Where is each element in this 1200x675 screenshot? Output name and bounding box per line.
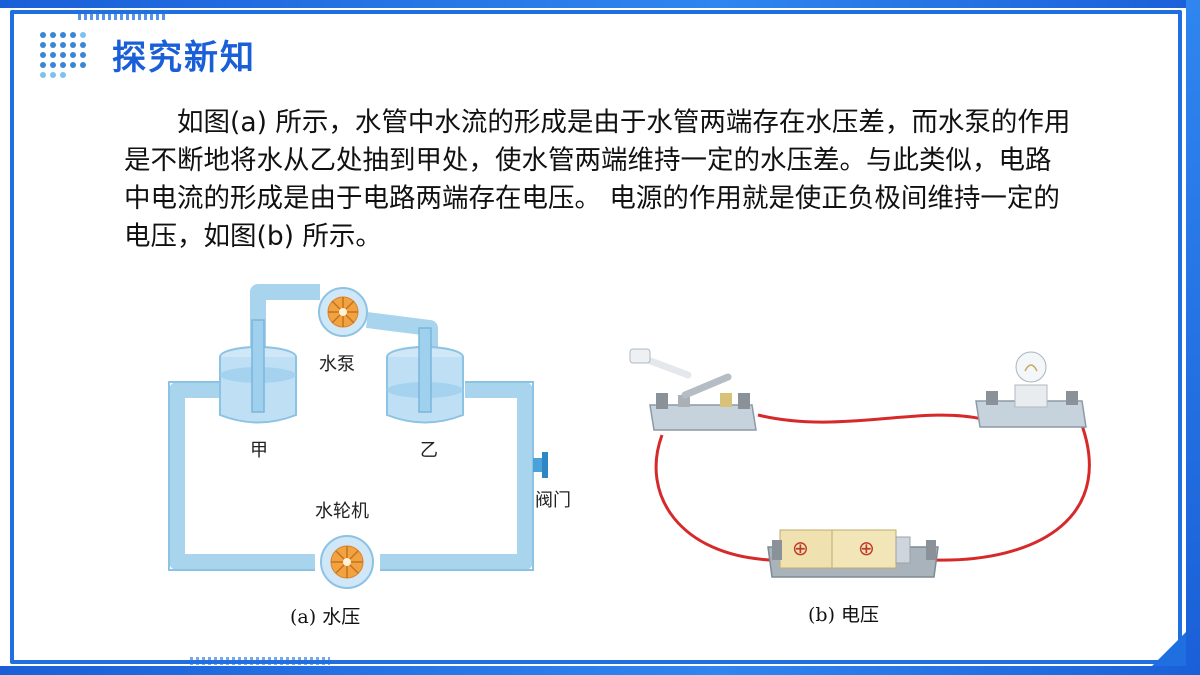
battery-icon xyxy=(767,529,939,578)
valve-icon xyxy=(533,452,548,478)
slide-frame xyxy=(10,10,1182,664)
body-paragraph: 如图(a) 所示，水管中水流的形成是由于水管两端存在水压差，而水泵的作用是不断地… xyxy=(124,107,1071,252)
corner-triangle-decoration xyxy=(1152,632,1186,666)
top-border-bar xyxy=(0,0,1200,8)
water-circuit-diagram xyxy=(168,284,548,589)
pump-icon xyxy=(318,287,368,337)
caption-b: (b) 电压 xyxy=(808,604,880,626)
caption-a: (a) 水压 xyxy=(290,606,361,628)
turbine-icon xyxy=(320,535,374,589)
label-pump: 水泵 xyxy=(319,354,355,375)
dot-grid-icon xyxy=(40,32,86,78)
battery-plus-icon-2: ⊕ xyxy=(858,536,875,560)
label-jia: 甲 xyxy=(250,440,268,461)
electric-circuit-diagram xyxy=(629,348,1091,578)
battery-plus-icon-1: ⊕ xyxy=(792,536,809,560)
label-yi: 乙 xyxy=(420,440,438,461)
top-stripe-decoration xyxy=(78,10,168,20)
switch-icon xyxy=(629,348,757,431)
label-valve: 阀门 xyxy=(535,490,571,511)
bottom-border-bar xyxy=(0,666,1200,675)
right-border-bar xyxy=(1186,0,1200,675)
page-title: 探究新知 xyxy=(112,38,256,78)
tank-jia xyxy=(219,319,297,424)
bulb-icon xyxy=(975,351,1087,428)
label-turbine: 水轮机 xyxy=(315,501,369,522)
tank-yi xyxy=(386,327,464,424)
